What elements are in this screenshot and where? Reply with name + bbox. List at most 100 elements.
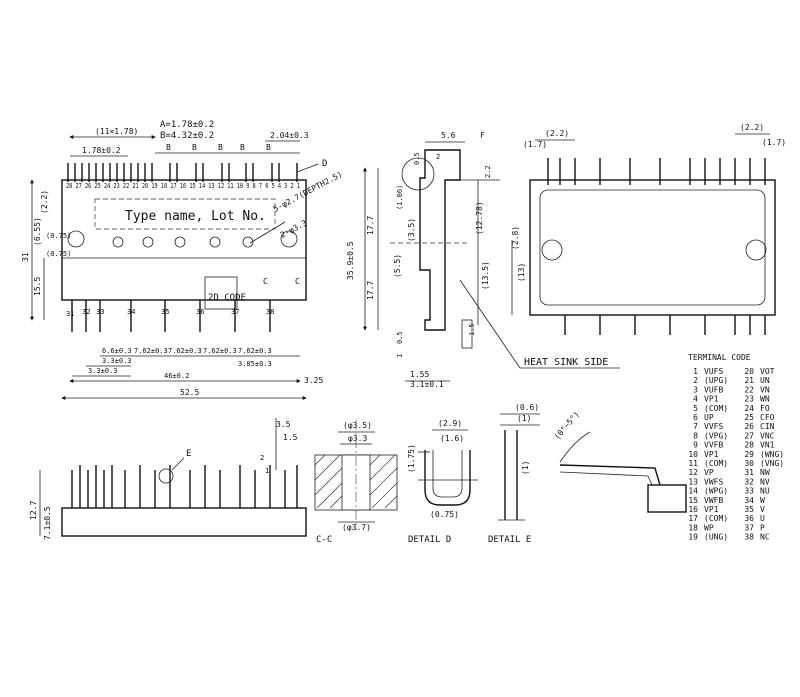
section-c-c: (φ3.5) φ3.3 (φ3.7) C-C [314, 420, 398, 545]
left-dimensions: (2.2) (6.55) (0.75) (0.75) 31 15.5 [21, 179, 71, 321]
bottom-side-pins [71, 465, 298, 508]
pin-33: 33 [96, 308, 104, 316]
terminal-code-title: TERMINAL CODE [688, 353, 751, 362]
dim-31: 3.1±0.1 [410, 380, 444, 389]
terminal-code-n1-7: 7 [693, 422, 698, 431]
terminal-code-c2-9: VN1 [760, 441, 775, 450]
terminal-code-c2-12: NW [760, 468, 770, 477]
dim-05: 0.5 [413, 152, 421, 165]
terminal-code-n2-10: 29 [744, 450, 754, 459]
dim-35: 3.5 [276, 420, 291, 429]
dim-177b: 17.7 [366, 281, 375, 300]
cc-dim-35: (φ3.5) [343, 421, 372, 430]
terminal-code-c1-5: (COM) [704, 404, 728, 413]
package-body-front [61, 179, 307, 301]
terminal-code-n2-2: 21 [744, 376, 754, 385]
dim-55: (5.5) [393, 254, 402, 278]
hole-note: 5-φ2.7(DEPTH2.5) [272, 170, 344, 214]
pin-38: 38 [266, 308, 274, 316]
terminal-code-c1-11: (COM) [704, 459, 728, 468]
terminal-code-c1-4: VP1 [704, 395, 719, 404]
terminal-code-n1-2: 2 [693, 376, 698, 385]
bottom-side-view: E 12.7 7.1±0.5 3.5 1.5 2 1 [29, 418, 307, 540]
terminal-code-c2-5: FO [760, 404, 770, 413]
dim-127: 12.7 [29, 501, 38, 520]
cc-label: C-C [316, 535, 332, 545]
dim-177a: 17.7 [366, 216, 375, 235]
terminal-code-n1-13: 13 [688, 477, 698, 486]
dim-204: 2.04±0.3 [270, 131, 309, 140]
d-dim-075: (0.75) [430, 510, 459, 519]
terminal-code-n1-5: 5 [693, 404, 698, 413]
terminal-code-c2-13: NV [760, 477, 770, 486]
d-dim-29: (2.9) [438, 419, 462, 428]
terminal-code-c1-10: VP1 [704, 450, 719, 459]
e-dim-06: (0.6) [515, 403, 539, 412]
dim-075a: (0.75) [46, 232, 71, 240]
dim-155: 15.5 [33, 277, 42, 296]
dim-28: (2.8) [511, 226, 520, 250]
dim-155: 1.55 [410, 370, 429, 379]
marking-area [94, 198, 276, 230]
e-label: DETAIL E [488, 535, 531, 545]
package-body-back [529, 179, 776, 316]
section-c-left: C [263, 277, 268, 286]
dim-66: 6.6±0.3 [102, 347, 132, 355]
dim-762b: 7.62±0.3 [168, 347, 202, 355]
dim-075b: (0.75) [46, 250, 71, 258]
pitch-a-label: A=1.78±0.2 [160, 120, 214, 130]
terminal-code-c2-2: UN [760, 376, 770, 385]
front-view: A=1.78±0.2 B=4.32±0.2 (11×1.78) 1.78±0.2… [21, 120, 344, 400]
detail-d-ref: D [322, 159, 327, 169]
cc-dim-37: (φ3.7) [342, 523, 371, 532]
dim-1: 1 [396, 354, 404, 358]
terminal-code-n1-19: 19 [688, 533, 698, 542]
mounting-holes [67, 230, 298, 248]
terminal-code-n2-3: 22 [744, 385, 754, 394]
dim-11x178: (11×1.78) [95, 127, 138, 136]
dim-22b: (2.2) [740, 123, 764, 132]
terminal-code-n2-14: 33 [744, 487, 754, 496]
terminal-code-n2-8: 27 [744, 431, 754, 440]
side-view: 5.6 F 0.5 2 2.2 17.7 17.7 35.9±0.5 (1.06… [346, 131, 620, 389]
terminal-code-n1-6: 6 [693, 413, 698, 422]
dim-56: 5.6 [441, 131, 456, 140]
2d-code-label: 2D CODE [208, 293, 246, 303]
hole-leader [249, 221, 286, 244]
e-dim-1b: (1) [521, 461, 530, 475]
dim-106: (1.06) [396, 185, 404, 210]
back-hole-right [745, 239, 767, 261]
dim-35: (3.5) [407, 218, 416, 242]
terminal-code-c1-13: VWFS [704, 477, 723, 486]
terminal-code-n1-16: 16 [688, 505, 698, 514]
terminal-code-c2-8: VNC [760, 431, 775, 440]
heatsink-outline [539, 189, 766, 306]
side-profile [419, 149, 461, 331]
terminal-code-n1-3: 3 [693, 385, 698, 394]
terminal-code-n1-14: 14 [688, 487, 698, 496]
terminal-code-n2-4: 23 [744, 395, 754, 404]
terminal-code-c2-17: U [760, 514, 765, 523]
detail-d-pin [424, 450, 471, 506]
heat-sink-label: HEAT SINK SIDE [524, 357, 608, 368]
dim-13: (13) [517, 263, 526, 282]
dim-05b: 0.5 [396, 331, 404, 344]
terminal-code-n1-1: 1 [693, 367, 698, 376]
detail-d-leader [296, 163, 319, 173]
label-e: E [186, 449, 191, 459]
terminal-code-n1-11: 11 [688, 459, 698, 468]
terminal-code-c2-1: VOT [760, 367, 775, 376]
dim-15: 1.5 [283, 433, 298, 442]
terminal-code-c2-7: CIN [760, 422, 775, 431]
bent-lead [559, 464, 661, 486]
back-bottom-pins [564, 315, 766, 335]
terminal-code-n2-9: 28 [744, 441, 754, 450]
terminal-code-c1-14: (WPG) [704, 487, 728, 496]
dim-385: 3.85±0.3 [238, 360, 272, 368]
dim-22: (2.2) [40, 190, 49, 214]
terminal-code-c1-19: (UNG) [704, 533, 728, 542]
terminal-code-n1-12: 12 [688, 468, 698, 477]
marking-text: Type name, Lot No. [125, 209, 266, 224]
pitch-b-label: B=4.32±0.2 [160, 131, 214, 141]
